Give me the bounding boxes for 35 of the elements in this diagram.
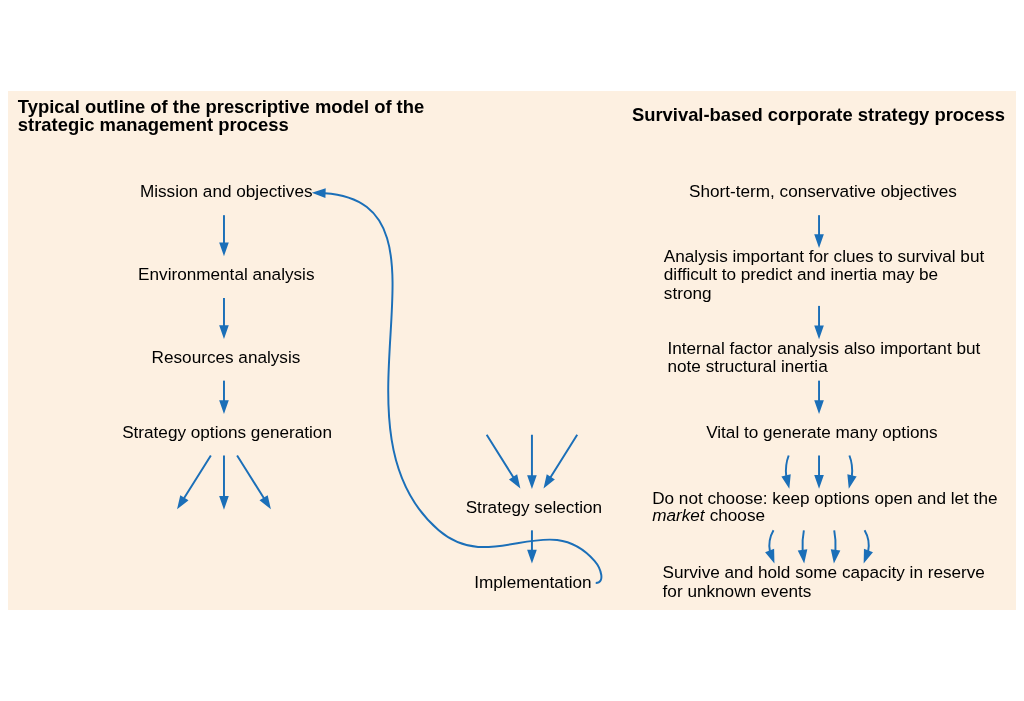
arrow <box>219 379 229 414</box>
arrow <box>797 529 808 564</box>
arrow <box>219 454 229 510</box>
node-text: Mission and objectives <box>139 181 313 202</box>
node-text: Resources analysis <box>151 347 301 368</box>
node-text: Survive and hold some capacity in reserve for unknown events <box>662 562 985 601</box>
node-text: Implementation <box>474 571 592 592</box>
arrow <box>485 433 521 489</box>
arrow <box>814 454 824 489</box>
node-text: Strategy options generation <box>122 421 332 442</box>
arrow <box>219 297 229 339</box>
arrow <box>814 214 824 248</box>
node-text: Environmental analysis <box>138 264 315 285</box>
node-text: Strategy selection <box>465 496 603 517</box>
node-text: Internal factor analysis also important but note structural inertia <box>667 337 981 377</box>
arrow <box>830 529 841 564</box>
arrow <box>543 433 579 489</box>
arrow <box>814 379 824 414</box>
arrow <box>311 188 603 584</box>
arrow <box>814 304 824 340</box>
node-text: Short-term, conservative objectives <box>688 181 957 202</box>
arrow <box>236 454 271 510</box>
node-text: Analysis important for clues to survival but difficult to predict and inertia may be strong <box>663 245 985 303</box>
arrow <box>177 454 212 510</box>
arrow <box>863 529 873 564</box>
arrow <box>781 454 791 489</box>
node-text: Do not choose: keep options open and let the market choose <box>652 487 998 525</box>
arrow <box>847 454 857 489</box>
arrow <box>219 214 229 257</box>
arrow <box>527 529 537 564</box>
node-text: Vital to generate many options <box>706 421 938 442</box>
label: Typical outline of the prescriptive model of the strategic management process <box>17 96 425 136</box>
arrow <box>527 433 537 489</box>
label: Survival-based corporate strategy process <box>631 104 1006 126</box>
arrow <box>765 529 775 564</box>
